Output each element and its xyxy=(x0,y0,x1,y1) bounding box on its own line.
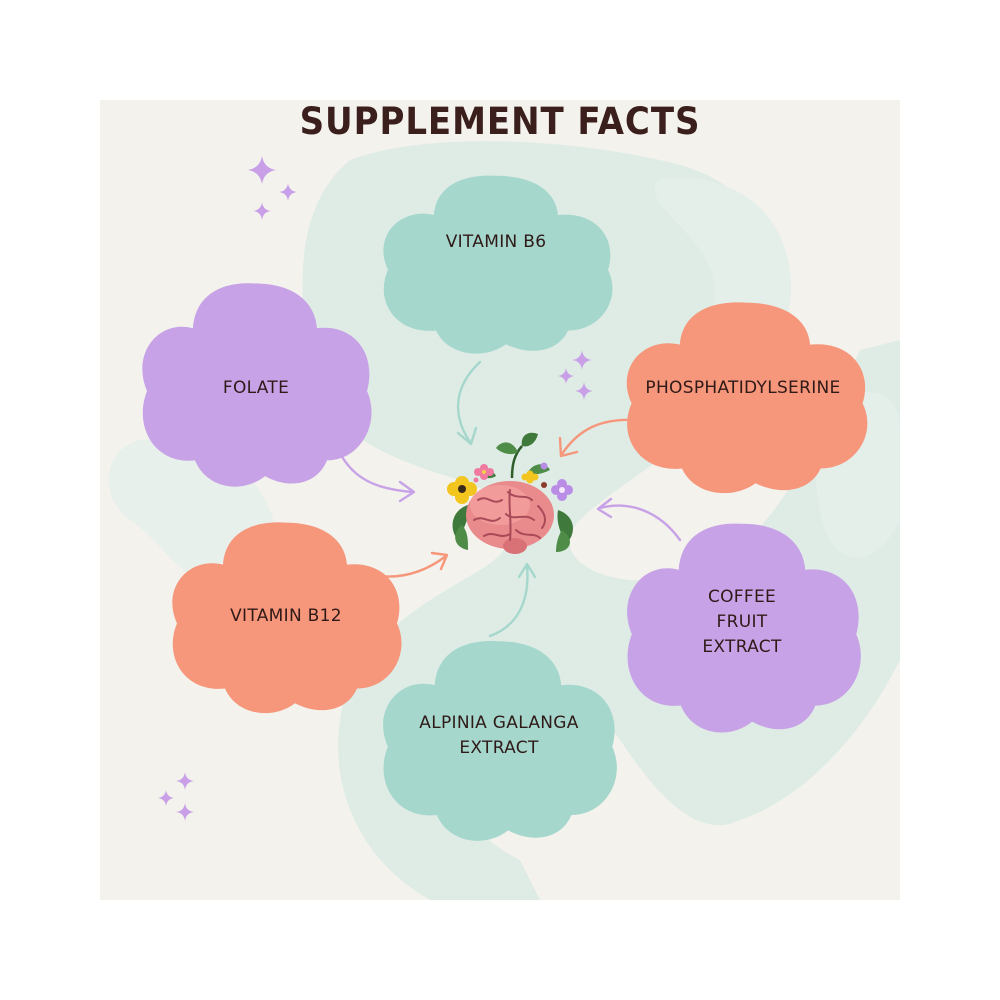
brain-with-flowers-icon xyxy=(447,432,573,554)
arrow-alpinia-galanga-extract xyxy=(488,562,537,638)
sparkle-icon xyxy=(575,382,593,400)
sparkle-icon xyxy=(176,772,194,790)
sparkle-icon xyxy=(253,202,271,220)
arrow-phosphatidylserine xyxy=(558,418,638,458)
sparkle-icon xyxy=(248,156,276,184)
arrow-folate xyxy=(326,422,416,503)
flower-icon xyxy=(447,476,477,504)
page-title: SUPPLEMENT FACTS xyxy=(299,100,701,143)
label-vitamin-b12: VITAMIN B12 xyxy=(230,605,342,626)
sparkle-icon xyxy=(558,368,574,384)
sparkle-icon xyxy=(572,350,592,370)
arrow-vitamin-b6 xyxy=(456,360,482,446)
blob-vitamin-b6 xyxy=(383,175,613,354)
arrow-coffee-fruit-extract xyxy=(596,497,682,542)
flower-icon xyxy=(551,479,573,501)
sparkle-icon xyxy=(176,803,194,821)
label-vitamin-b6: VITAMIN B6 xyxy=(445,231,547,252)
label-coffee-fruit-extract: COFFEE FRUIT EXTRACT xyxy=(702,586,782,657)
sparkle-icon xyxy=(279,183,297,201)
flower-icon xyxy=(474,464,494,480)
arrow-vitamin-b12 xyxy=(370,551,449,578)
label-phosphatidylserine: PHOSPHATIDYLSERINE xyxy=(645,377,841,398)
label-folate: FOLATE xyxy=(222,377,290,398)
label-alpinia-galanga-extract: ALPINIA GALANGA EXTRACT xyxy=(419,713,579,758)
flower-icon xyxy=(521,470,539,484)
sparkle-icon xyxy=(158,790,174,806)
